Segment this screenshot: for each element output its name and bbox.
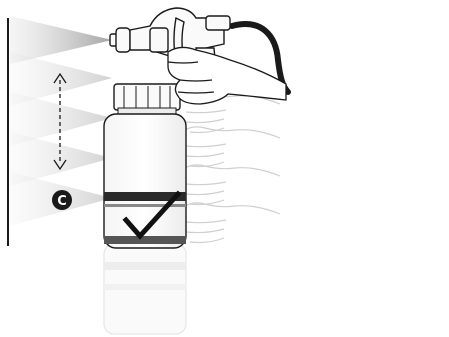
vertical-motion-arrow	[53, 72, 67, 171]
operator-hand	[167, 46, 287, 105]
fill-level-band	[104, 192, 186, 201]
ghost-bottle	[103, 243, 187, 335]
ghost-hand-4	[179, 202, 281, 244]
ghost-hands	[179, 92, 281, 244]
ghost-hand-3	[179, 164, 281, 206]
spray-cone-ghost-3	[10, 132, 112, 186]
spray-cone-ghost-2	[10, 92, 112, 146]
paint-container	[103, 83, 187, 249]
step-marker-c: C	[52, 190, 72, 210]
spray-cone-ghost-1	[10, 52, 112, 106]
checkmark-icon	[122, 190, 182, 240]
container-body	[103, 113, 187, 249]
gun-air-inlet	[205, 15, 231, 31]
step-marker-label: C	[57, 194, 67, 209]
fill-level-band-lower	[104, 236, 186, 244]
spray-cone-main	[10, 16, 112, 64]
gun-air-cap	[115, 27, 131, 53]
ghost-hand-2	[179, 126, 281, 168]
